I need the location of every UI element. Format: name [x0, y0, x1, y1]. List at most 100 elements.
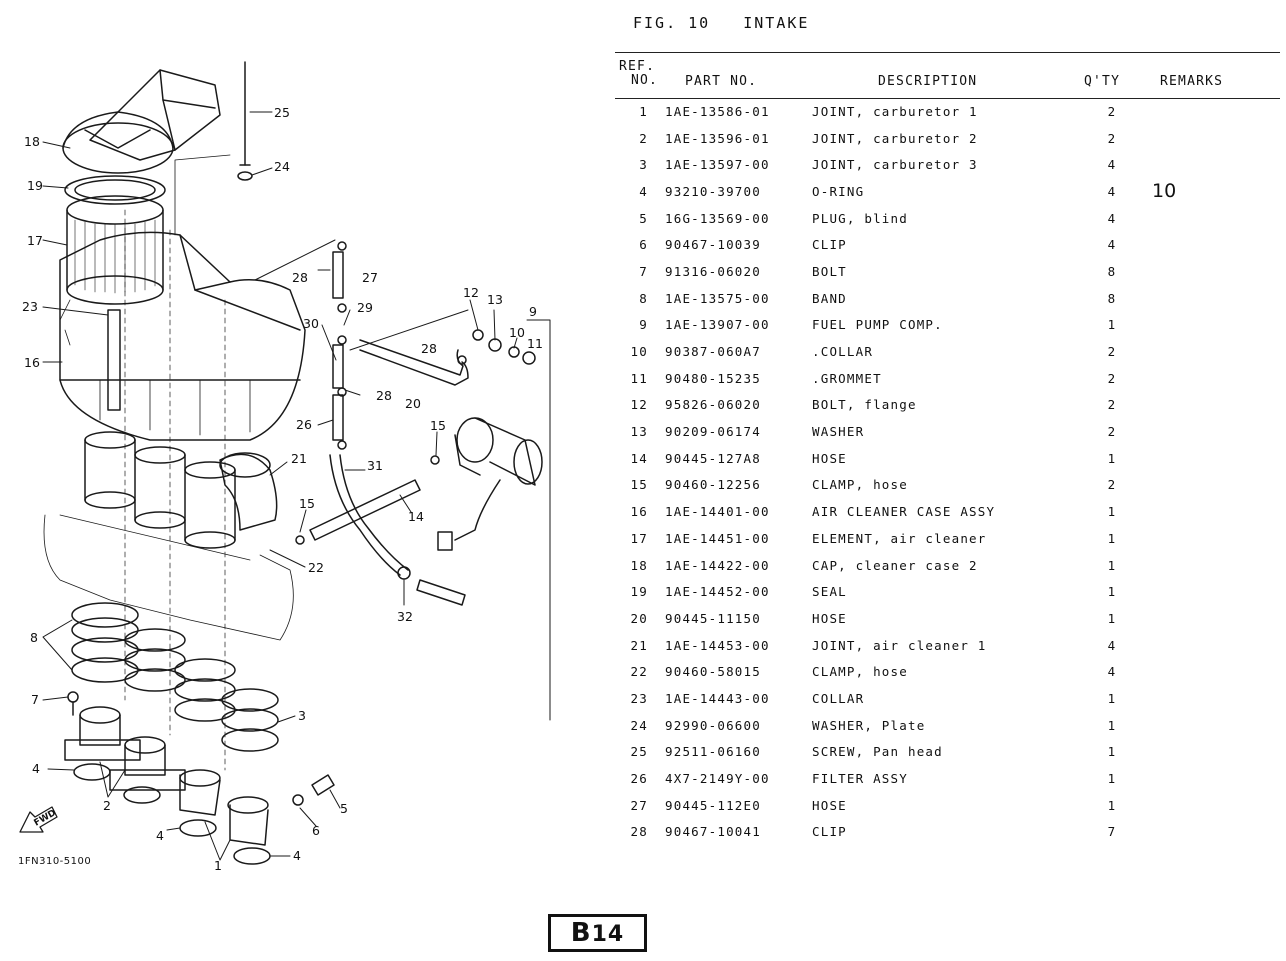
quantity-cell: 1 [1107, 504, 1117, 520]
figure-title: FIG. 10 INTAKE [633, 14, 831, 32]
ref-cell: 3 [639, 157, 648, 173]
part-number-cell: 90460-58015 [665, 664, 761, 680]
description-cell: FILTER ASSY [812, 771, 908, 787]
remarks-cell [1122, 472, 1272, 499]
description-cell: SEAL [812, 584, 847, 600]
ref-cell: 18 [630, 557, 648, 573]
ref-cell: 8 [639, 290, 648, 306]
quantity-cell: 1 [1107, 317, 1117, 333]
header-part-no: PART NO. [685, 74, 758, 89]
quantity-cell: 7 [1107, 824, 1117, 840]
ref-cell: 22 [630, 664, 648, 680]
ref-cell: 20 [630, 610, 648, 626]
quantity-cell: 2 [1107, 370, 1117, 386]
callout-7: 7 [31, 692, 39, 707]
callout-16: 16 [24, 355, 40, 370]
description-cell: O-RING [812, 183, 865, 199]
part-number-cell: 1AE-13907-00 [665, 317, 770, 333]
remarks-cell [1122, 392, 1272, 419]
remarks-cell [1122, 125, 1272, 152]
callout-4-a: 4 [32, 761, 40, 776]
description-cell: WASHER [812, 424, 865, 440]
remarks-cell [1122, 258, 1272, 285]
part-number-cell: 1AE-14451-00 [665, 530, 770, 546]
page-number: B14 [571, 918, 624, 948]
description-cell: JOINT, carburetor 1 [812, 103, 978, 119]
header-ref-line1: REF. [619, 59, 656, 74]
part-number-cell: 1AE-14422-00 [665, 557, 770, 573]
header-ref-line2: NO. [631, 73, 659, 88]
part-number-cell: 92990-06600 [665, 717, 761, 733]
callout-4-b: 4 [156, 828, 164, 843]
callout-15-a: 15 [430, 418, 446, 433]
quantity-cell: 1 [1107, 610, 1117, 626]
remarks-cell [1122, 525, 1272, 552]
description-cell: HOSE [812, 610, 847, 626]
ref-cell: 13 [630, 424, 648, 440]
part-number-cell: 90467-10039 [665, 237, 761, 253]
quantity-cell: 4 [1107, 237, 1117, 253]
callout-21: 21 [291, 451, 307, 466]
quantity-cell: 4 [1107, 157, 1117, 173]
page-digits: 14 [591, 922, 625, 947]
remarks-cell: 10 [1152, 180, 1177, 203]
part-number-cell: 1AE-14453-00 [665, 637, 770, 653]
callout-29: 29 [357, 300, 373, 315]
header-description: DESCRIPTION [878, 74, 978, 89]
page-number-box: B14 [548, 914, 647, 952]
ref-cell: 6 [639, 237, 648, 253]
callout-24: 24 [274, 159, 290, 174]
ref-cell: 15 [630, 477, 648, 493]
remarks-cell [1122, 151, 1272, 178]
part-number-cell: 90387-060A7 [665, 344, 761, 360]
description-cell: CLAMP, hose [812, 664, 908, 680]
description-cell: AIR CLEANER CASE ASSY [812, 504, 996, 520]
remarks-cell [1122, 285, 1272, 312]
header-qty: Q'TY [1084, 74, 1121, 89]
figure-name: INTAKE [743, 14, 810, 32]
ref-cell: 25 [630, 744, 648, 760]
part-number-cell: 90209-06174 [665, 424, 761, 440]
ref-cell: 10 [630, 344, 648, 360]
ref-cell: 14 [630, 450, 648, 466]
callout-26: 26 [296, 417, 312, 432]
remarks-cell [1122, 338, 1272, 365]
quantity-cell: 4 [1107, 183, 1117, 199]
quantity-cell: 2 [1107, 344, 1117, 360]
description-cell: CLIP [812, 237, 847, 253]
part-number-cell: 1AE-14401-00 [665, 504, 770, 520]
description-cell: CLIP [812, 824, 847, 840]
ref-cell: 24 [630, 717, 648, 733]
ref-cell: 26 [630, 771, 648, 787]
quantity-cell: 4 [1107, 637, 1117, 653]
description-cell: ELEMENT, air cleaner [812, 530, 987, 546]
quantity-cell: 1 [1107, 744, 1117, 760]
callout-10: 10 [509, 325, 525, 340]
ref-cell: 2 [639, 130, 648, 146]
description-cell: CAP, cleaner case 2 [812, 557, 978, 573]
exploded-parts-diagram: 25 24 18 19 17 23 16 28 27 29 30 28 12 1… [0, 0, 600, 961]
remarks-cell [1122, 578, 1272, 605]
callout-17: 17 [27, 233, 43, 248]
header-rule [615, 98, 1280, 99]
description-cell: BAND [812, 290, 847, 306]
remarks-cell [1122, 819, 1272, 846]
quantity-cell: 2 [1107, 397, 1117, 413]
callout-12: 12 [463, 285, 479, 300]
callout-32: 32 [397, 609, 413, 624]
callout-11: 11 [527, 336, 543, 351]
callout-14: 14 [408, 509, 424, 524]
